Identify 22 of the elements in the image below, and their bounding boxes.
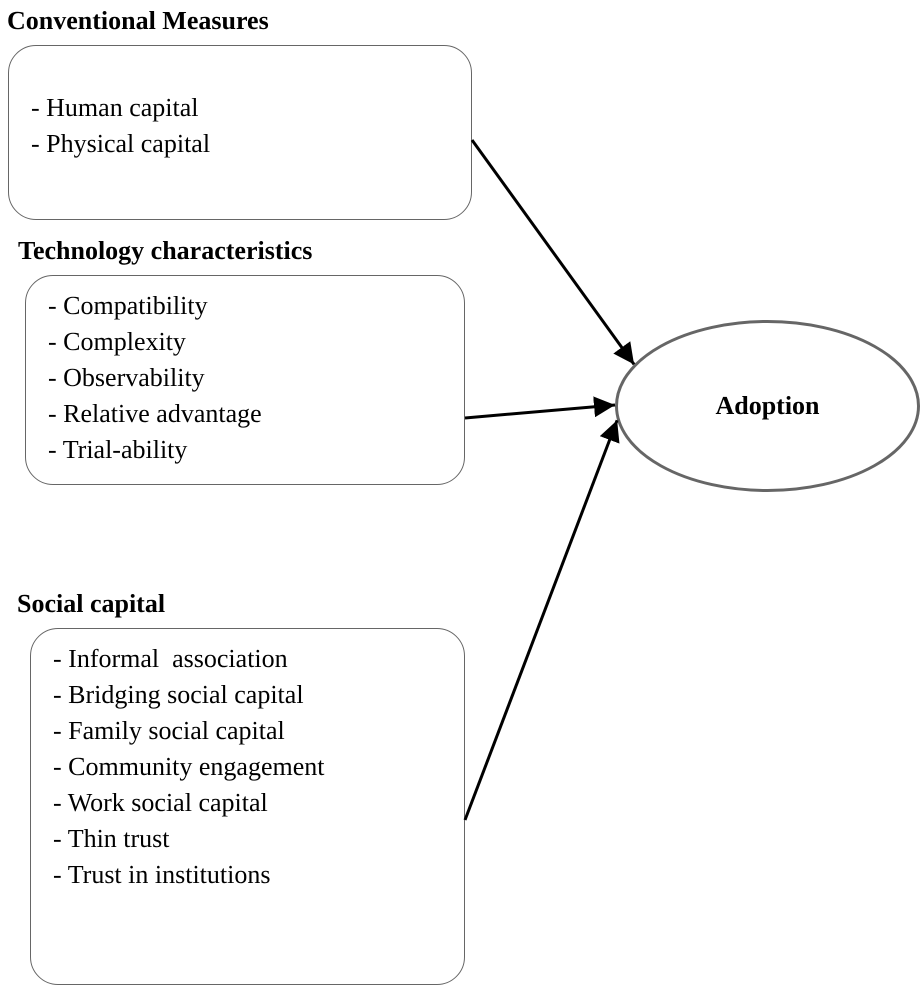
list-item: - Bridging social capital [53, 679, 305, 711]
list-item: - Observability [48, 362, 206, 394]
list-item: - Trust in institutions [53, 859, 272, 891]
list-item: - Trial-ability [48, 434, 188, 466]
list-item: - Work social capital [53, 787, 269, 819]
list-item: - Human capital [31, 92, 200, 124]
group-heading: Conventional Measures [7, 6, 269, 36]
outcome-ellipse [615, 320, 920, 492]
arrow [464, 396, 616, 420]
list-item: - Physical capital [31, 128, 212, 160]
list-item: - Family social capital [53, 715, 286, 747]
list-item: - Informal association [53, 643, 289, 675]
list-item: - Complexity [48, 326, 187, 358]
list-item: - Thin trust [53, 823, 171, 855]
group-heading: Social capital [17, 589, 166, 619]
list-item: - Community engagement [53, 751, 326, 783]
node-label: Adoption [715, 391, 820, 421]
group-heading: Technology characteristics [18, 236, 312, 266]
list-item: - Compatibility [48, 290, 209, 322]
arrow [464, 420, 620, 821]
list-item: - Relative advantage [48, 398, 263, 430]
arrow [470, 139, 636, 366]
